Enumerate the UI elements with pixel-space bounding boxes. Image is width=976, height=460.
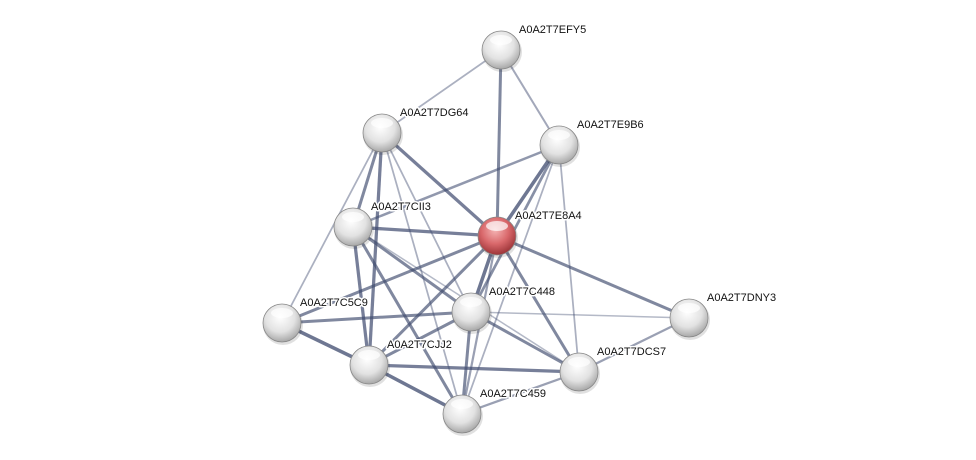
edge-A0A2T7E9B6-A0A2T7DCS7[interactable]: [558, 144, 580, 373]
node-label: A0A2T7C459: [480, 388, 546, 400]
edge-A0A2T7EFY5-A0A2T7E8A4[interactable]: [495, 49, 503, 237]
node-highlight: [490, 35, 512, 45]
node-label: A0A2T7DNY3: [707, 292, 776, 304]
edge-A0A2T7DCS7-A0A2T7C459[interactable]: [461, 370, 580, 416]
edge-A0A2T7DG64-A0A2T7CJJ2[interactable]: [367, 132, 384, 366]
node-highlight: [486, 221, 508, 231]
node-highlight: [451, 399, 473, 409]
edge-A0A2T7E9B6-A0A2T7C448[interactable]: [469, 144, 561, 313]
node-label: A0A2T7CII3: [371, 201, 431, 213]
node-label: A0A2T7C5C9: [300, 297, 368, 309]
node-highlight: [548, 130, 570, 140]
node-a0a2t7cii3[interactable]: A0A2T7CII3: [333, 200, 432, 249]
node-a0a2t7c5c9[interactable]: A0A2T7C5C9: [262, 296, 369, 345]
edge-A0A2T7C448-A0A2T7DCS7[interactable]: [470, 310, 580, 374]
edge-A0A2T7CII3-A0A2T7E8A4[interactable]: [352, 225, 498, 238]
node-highlight: [568, 357, 590, 367]
node-a0a2t7cjj2[interactable]: A0A2T7CJJ2: [349, 338, 453, 387]
nodes-layer: A0A2T7EFY5A0A2T7DG64A0A2T7E9B6A0A2T7CII3…: [262, 23, 778, 436]
edge-A0A2T7DG64-A0A2T7C459[interactable]: [381, 132, 463, 415]
node-a0a2t7c459[interactable]: A0A2T7C459: [442, 387, 548, 436]
edge-A0A2T7E9B6-A0A2T7CII3[interactable]: [352, 143, 560, 229]
edge-A0A2T7C5C9-A0A2T7C448[interactable]: [281, 310, 472, 325]
edge-A0A2T7DCS7-A0A2T7DNY3[interactable]: [578, 316, 690, 374]
edge-A0A2T7E9B6-A0A2T7C459[interactable]: [461, 144, 560, 415]
node-highlight: [678, 303, 700, 313]
node-a0a2t7efy5[interactable]: A0A2T7EFY5: [481, 23, 588, 72]
node-a0a2t7dcs7[interactable]: A0A2T7DCS7: [559, 345, 668, 394]
edge-A0A2T7CII3-A0A2T7CJJ2[interactable]: [351, 226, 371, 366]
node-label: A0A2T7C448: [489, 286, 555, 298]
node-a0a2t7dny3[interactable]: A0A2T7DNY3: [669, 291, 778, 340]
node-a0a2t7c448[interactable]: A0A2T7C448: [451, 285, 557, 334]
node-highlight: [460, 297, 482, 307]
node-highlight: [371, 118, 393, 128]
node-label: A0A2T7DG64: [400, 107, 468, 119]
edge-A0A2T7DG64-A0A2T7C448[interactable]: [381, 132, 472, 313]
node-label: A0A2T7CJJ2: [387, 339, 452, 351]
edge-A0A2T7CII3-A0A2T7C459[interactable]: [351, 226, 464, 415]
node-label: A0A2T7EFY5: [519, 24, 586, 36]
edge-A0A2T7CJJ2-A0A2T7DCS7[interactable]: [368, 363, 580, 374]
edge-A0A2T7E8A4-A0A2T7C5C9[interactable]: [281, 234, 498, 325]
edge-A0A2T7E8A4-A0A2T7CJJ2[interactable]: [367, 234, 499, 367]
node-highlight: [271, 308, 293, 318]
node-highlight: [358, 350, 380, 360]
edge-A0A2T7C448-A0A2T7DNY3[interactable]: [470, 311, 690, 319]
node-highlight: [342, 212, 364, 222]
node-a0a2t7dg64[interactable]: A0A2T7DG64: [362, 106, 470, 155]
edge-A0A2T7DG64-A0A2T7E8A4[interactable]: [380, 131, 499, 238]
node-a0a2t7e9b6[interactable]: A0A2T7E9B6: [539, 118, 645, 167]
edge-A0A2T7E8A4-A0A2T7DNY3[interactable]: [496, 234, 690, 320]
edge-A0A2T7EFY5-A0A2T7DG64[interactable]: [381, 49, 502, 134]
node-a0a2t7e8a4[interactable]: A0A2T7E8A4: [477, 209, 583, 258]
edge-A0A2T7DG64-A0A2T7C5C9[interactable]: [281, 132, 383, 324]
node-label: A0A2T7E8A4: [515, 210, 582, 222]
node-label: A0A2T7E9B6: [577, 119, 644, 131]
node-label: A0A2T7DCS7: [597, 346, 666, 358]
edge-A0A2T7E8A4-A0A2T7DCS7[interactable]: [495, 235, 581, 373]
